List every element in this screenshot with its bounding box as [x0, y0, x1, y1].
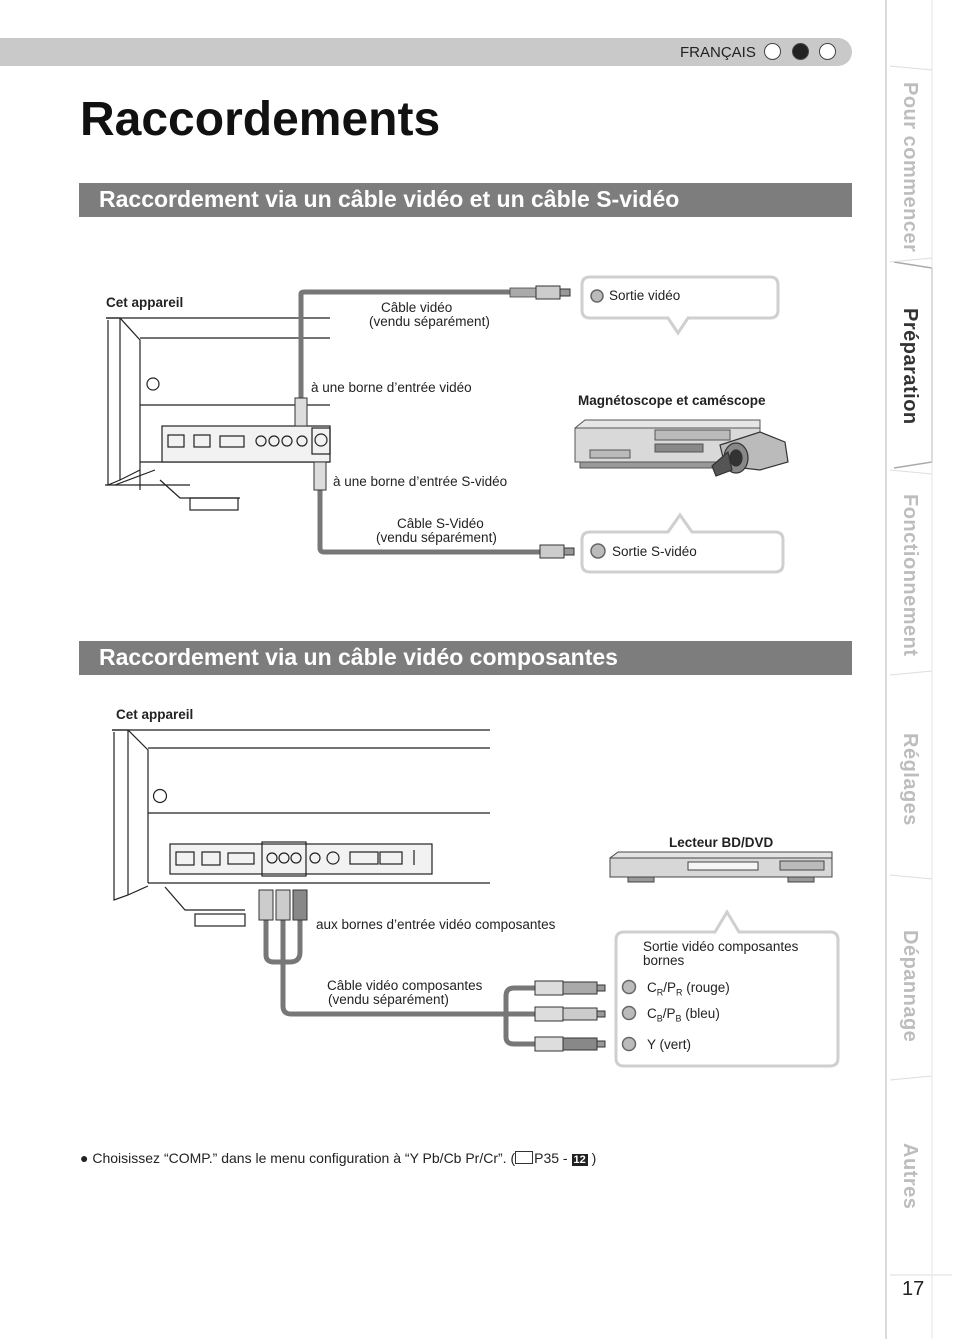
tab-reglages[interactable]: Réglages: [899, 733, 921, 826]
video-plug: [294, 397, 308, 427]
cr-pr-label: CR/PR (rouge): [647, 980, 730, 998]
svideo-out-label: Sortie S-vidéo: [612, 544, 697, 559]
projector-illustration: [105, 317, 331, 511]
component-input-label: aux bornes d’entrée vidéo composantes: [316, 917, 556, 932]
page-ref: P35: [534, 1150, 560, 1166]
component-outputs-title: Sortie vidéo composantes bornes: [643, 939, 799, 968]
video-out-callout: [580, 275, 780, 336]
ref-badge: 12: [571, 1154, 588, 1166]
vcr-camcorder-label: Magnétoscope et caméscope: [578, 393, 766, 408]
page-title: Raccordements: [80, 93, 441, 146]
language-dot-1: [764, 43, 781, 60]
component-cable-note: (vendu séparément): [328, 992, 449, 1007]
y-label: Y (vert): [647, 1037, 692, 1052]
sidebar-tabs: [885, 0, 952, 1339]
page-number: 17: [902, 1278, 925, 1300]
this-unit-label: Cet appareil: [106, 295, 184, 310]
camcorder-illustration: [711, 431, 789, 477]
svideo-input-label: à une borne d’entrée S-vidéo: [333, 474, 508, 489]
this-unit-label-2: Cet appareil: [116, 707, 194, 722]
component-cables: [263, 905, 545, 1047]
tab-fonctionnement[interactable]: Fonctionnement: [899, 494, 921, 657]
projector-illustration-2: [112, 729, 490, 927]
svideo-cable-note: (vendu séparément): [376, 530, 497, 545]
language-bar: [0, 38, 852, 66]
video-svideo-diagram: [105, 275, 789, 574]
cb-pb-label: CB/PB (bleu): [647, 1006, 720, 1024]
component-outputs-callout: [614, 909, 840, 1068]
component-cable-label: Câble vidéo composantes: [327, 978, 483, 993]
tab-autres[interactable]: Autres: [899, 1143, 921, 1210]
video-cable-label: Câble vidéo: [381, 300, 453, 315]
book-icon: [515, 1151, 534, 1164]
language-dot-2-active: [792, 43, 809, 60]
tab-pour-commencer[interactable]: Pour commencer: [899, 82, 921, 253]
component-diagram: [112, 729, 840, 1068]
component-plugs: [534, 980, 606, 1052]
video-cable-note: (vendu séparément): [369, 314, 490, 329]
svideo-cable: [317, 475, 540, 555]
language-dot-3: [819, 43, 836, 60]
section-heading-video-svideo: Raccordement via un câble vidéo et un câ…: [79, 183, 852, 217]
tab-depannage[interactable]: Dépannage: [899, 930, 921, 1043]
video-out-label: Sortie vidéo: [609, 288, 681, 303]
bd-dvd-player-label: Lecteur BD/DVD: [669, 835, 774, 850]
language-label: FRANÇAIS: [680, 44, 756, 61]
video-input-label: à une borne d’entrée vidéo: [311, 380, 472, 395]
video-cable: [298, 289, 538, 410]
configuration-note: ● Choisissez “COMP.” dans le menu config…: [80, 1150, 597, 1166]
section-heading-component: Raccordement via un câble vidéo composan…: [79, 641, 852, 675]
svideo-out-callout: [580, 512, 785, 574]
svideo-plug: [313, 461, 327, 491]
bullet-icon: ●: [80, 1150, 89, 1166]
bd-dvd-player-illustration: [609, 851, 833, 883]
tab-preparation[interactable]: Préparation: [899, 308, 921, 425]
svideo-cable-label: Câble S-Vidéo: [397, 516, 484, 531]
